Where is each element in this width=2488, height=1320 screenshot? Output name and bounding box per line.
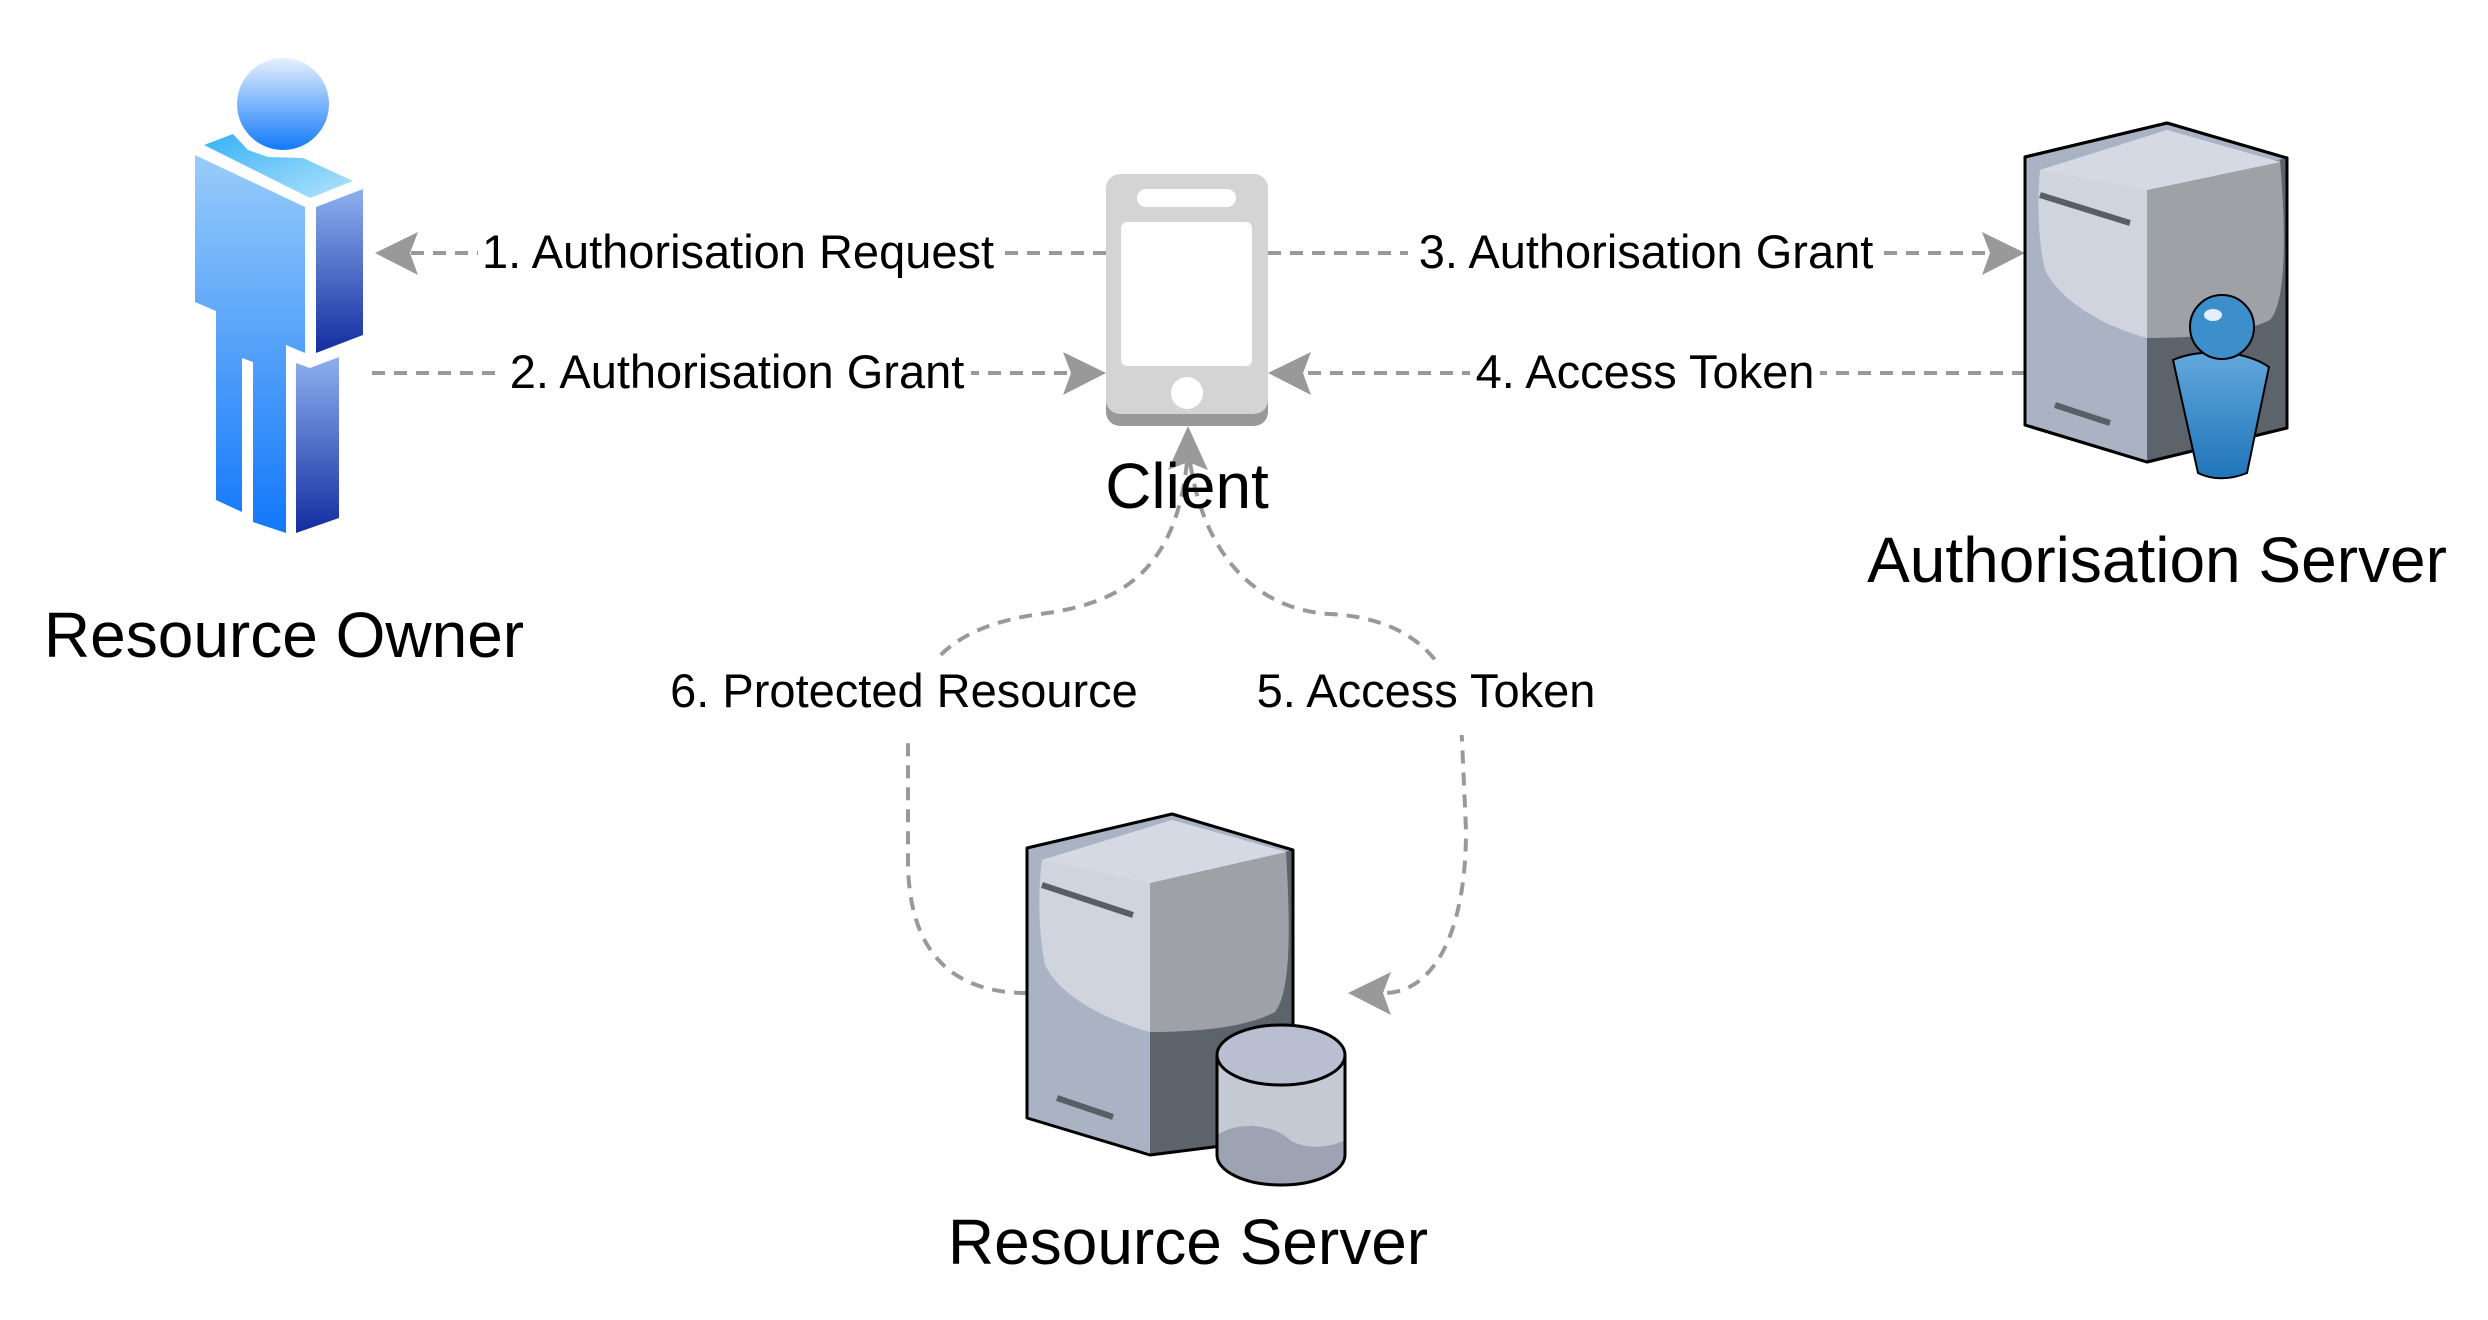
arrowhead-left-icon: [1348, 972, 1391, 1015]
flow-3-label: 3. Authorisation Grant: [1419, 225, 1874, 278]
flow-6-connector: [906, 426, 1208, 995]
client-node[interactable]: Client: [1105, 174, 1269, 522]
user-icon: [195, 52, 363, 533]
arrowhead-up-icon: [1168, 426, 1208, 470]
resource-owner-label: Resource Owner: [44, 599, 524, 671]
flow-5-connector: [1188, 461, 1469, 1015]
arrowhead-right-icon: [1982, 232, 2025, 275]
flow-6-label: 6. Protected Resource: [670, 664, 1138, 717]
arrowhead-right-icon: [1063, 352, 1106, 395]
authorisation-server-label: Authorisation Server: [1867, 524, 2447, 596]
arrowhead-left-icon: [375, 232, 418, 275]
flow-5-line: [1188, 461, 1469, 995]
authorisation-server-node[interactable]: Authorisation Server: [1867, 121, 2447, 596]
arrowhead-left-icon: [1268, 352, 1311, 395]
database-icon: [1215, 1023, 1347, 1187]
flow-1-label: 1. Authorisation Request: [482, 225, 994, 278]
resource-server-node[interactable]: Resource Server: [948, 812, 1428, 1278]
resource-owner-node[interactable]: Resource Owner: [44, 52, 524, 671]
server-with-database-icon: [1025, 812, 1347, 1187]
server-with-user-icon: [2023, 121, 2289, 480]
client-label: Client: [1105, 450, 1269, 522]
flow-2-label: 2. Authorisation Grant: [510, 345, 965, 398]
mobile-phone-icon: [1106, 174, 1268, 426]
resource-server-label: Resource Server: [948, 1206, 1428, 1278]
flow-4-label: 4. Access Token: [1476, 345, 1815, 398]
flow-5-label: 5. Access Token: [1257, 664, 1596, 717]
flow-6-line: [906, 461, 1189, 995]
